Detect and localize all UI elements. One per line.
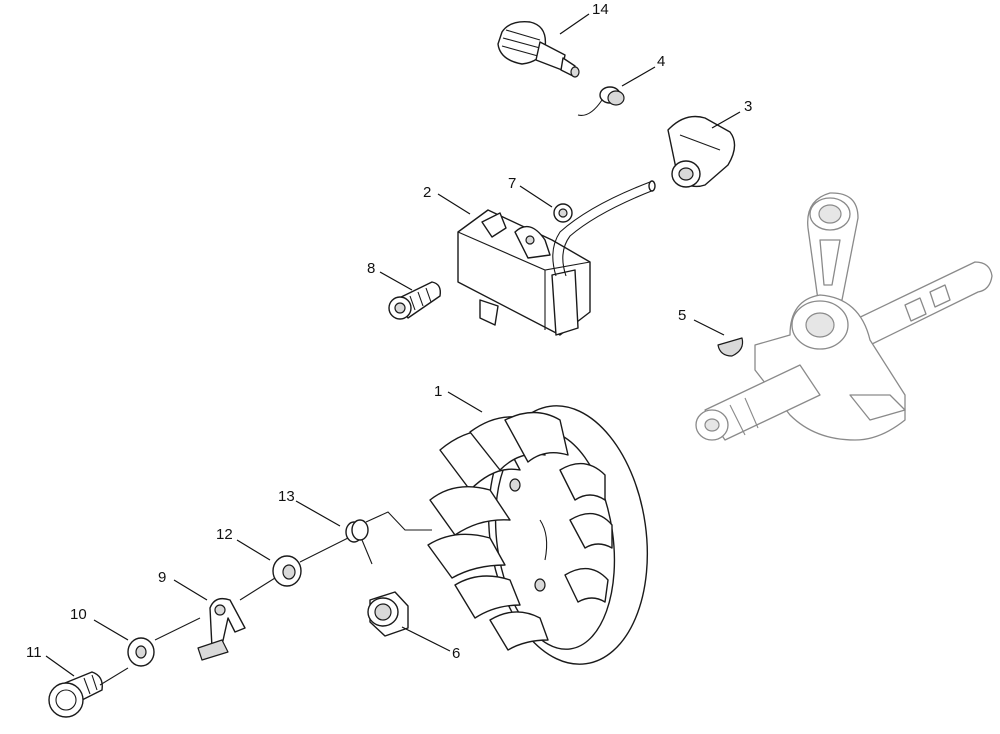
grommet-part (553, 203, 573, 223)
callout-labels: 1 2 3 4 5 6 7 8 9 10 11 12 13 14 (26, 1, 752, 662)
crankshaft-reference (695, 192, 993, 441)
flywheel-part (427, 405, 649, 665)
spring-clip-part (577, 86, 625, 116)
plug-cap-part (667, 115, 736, 188)
assembly-axis-line (99, 537, 349, 686)
washer-10-part (127, 637, 155, 667)
callout-1: 1 (434, 383, 442, 400)
callout-6: 6 (452, 645, 460, 662)
callout-9: 9 (158, 569, 166, 586)
ignition-coil-part (457, 180, 656, 336)
callout-7: 7 (508, 175, 516, 192)
callout-12: 12 (216, 526, 233, 543)
flywheel-nut-part (367, 591, 409, 637)
callout-2: 2 (423, 184, 431, 201)
callout-14: 14 (592, 1, 609, 18)
callout-4: 4 (657, 53, 665, 70)
bolt-part (48, 671, 103, 718)
callout-13: 13 (278, 488, 295, 505)
spark-plug-part (497, 21, 580, 78)
callout-10: 10 (70, 606, 87, 623)
pawl-part (197, 597, 246, 661)
coil-screw-part (388, 281, 442, 320)
callout-8: 8 (367, 260, 375, 277)
washer-12-part (272, 555, 302, 587)
spring-part (345, 511, 432, 565)
callout-11: 11 (26, 644, 42, 661)
callout-3: 3 (744, 98, 752, 115)
leader-lines (45, 13, 741, 677)
woodruff-key-part (717, 337, 744, 357)
callout-5: 5 (678, 307, 686, 324)
